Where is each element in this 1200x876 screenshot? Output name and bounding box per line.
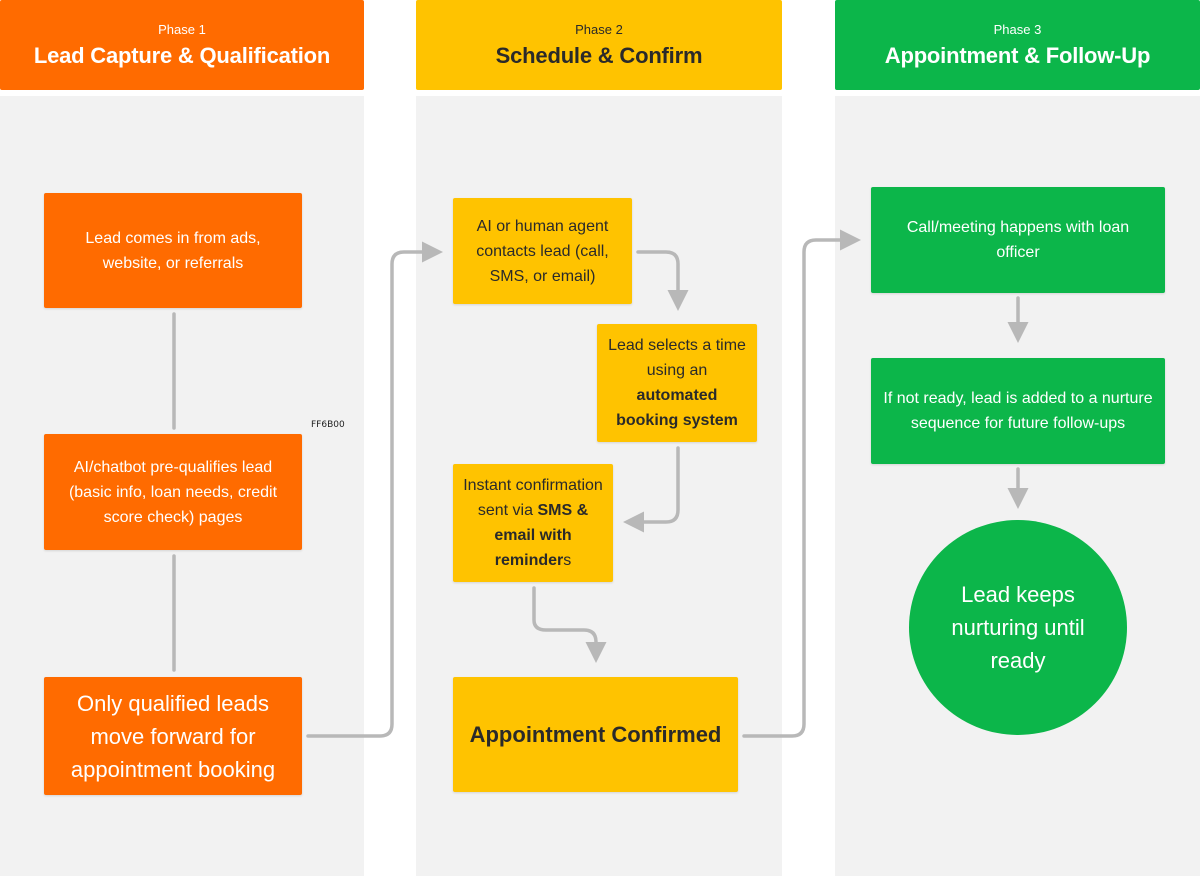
phase2-title: Schedule & Confirm (495, 42, 703, 68)
p2-instant-confirmation-bold: SMS & email with reminder (494, 502, 589, 569)
phase1-header: Phase 1 Lead Capture & Qualification (0, 0, 364, 90)
p2-instant-confirmation-pre: Instant confirmation sent via (463, 477, 603, 519)
p3-call-meeting: Call/meeting happens with loan officer (871, 187, 1165, 293)
phase3-title: Appointment & Follow-Up (884, 42, 1151, 68)
p3-keep-nurturing: Lead keeps nurturing until ready (909, 520, 1127, 735)
phase3-tag: Phase 3 (993, 21, 1042, 37)
p1-lead-comes-in-text: Lead comes in from ads, website, or refe… (85, 229, 261, 272)
p2-agent-contacts: AI or human agent contacts lead (call, S… (453, 198, 632, 304)
p3-call-meeting-text: Call/meeting happens with loan officer (906, 219, 1130, 261)
phase3-header: Phase 3 Appointment & Follow-Up (835, 0, 1200, 90)
p2-instant-confirmation-post: s (563, 552, 572, 569)
p2-instant-confirmation: Instant confirmation sent via SMS & emai… (453, 464, 613, 582)
phase1-tag: Phase 1 (158, 21, 206, 37)
p3-nurture-sequence-text: If not ready, lead is added to a nurture… (883, 390, 1153, 432)
p1-qualified-leads: Only qualified leads move forward for ap… (44, 677, 302, 795)
p1-ai-prequalifies: AI/chatbot pre-qualifies lead (basic inf… (44, 434, 302, 550)
phase2-tag: Phase 2 (575, 21, 623, 37)
p1-qualified-leads-text: Only qualified leads move forward for ap… (70, 690, 276, 782)
p3-nurture-sequence: If not ready, lead is added to a nurture… (871, 358, 1165, 464)
color-note: FF6B00 (311, 420, 345, 430)
phase2-header: Phase 2 Schedule & Confirm (416, 0, 782, 90)
p2-lead-selects-time-text: Lead selects a time using an automated b… (607, 333, 747, 433)
phase1-title: Lead Capture & Qualification (33, 42, 331, 68)
p1-lead-comes-in: Lead comes in from ads, website, or refe… (44, 193, 302, 308)
p2-appointment-confirmed-text: Appointment Confirmed (469, 721, 722, 747)
p2-agent-contacts-text: AI or human agent contacts lead (call, S… (476, 217, 609, 285)
p2-instant-confirmation-text: Instant confirmation sent via SMS & emai… (461, 473, 605, 573)
p3-keep-nurturing-text: Lead keeps nurturing until ready (951, 582, 1085, 673)
p2-lead-selects-time: Lead selects a time using an automated b… (597, 324, 757, 442)
p2-lead-selects-time-pre: Lead selects a time using an (608, 337, 746, 379)
p1-ai-prequalifies-text: AI/chatbot pre-qualifies lead (basic inf… (68, 458, 278, 526)
p2-appointment-confirmed: Appointment Confirmed (453, 677, 738, 792)
p2-lead-selects-time-bold: automated booking system (616, 387, 738, 429)
